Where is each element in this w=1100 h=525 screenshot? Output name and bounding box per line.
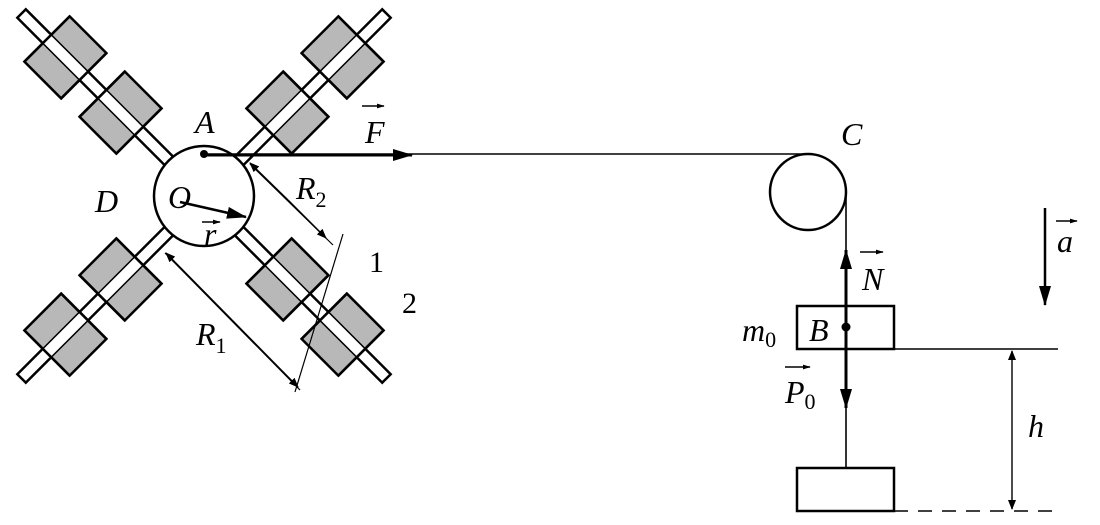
- label-a: A: [193, 104, 215, 140]
- label-h: h: [1028, 408, 1044, 444]
- r2-dim-down: [287, 199, 327, 239]
- weight-1-upper-left: [77, 69, 164, 156]
- label-p0: P0: [784, 374, 816, 414]
- label-o: O: [168, 179, 191, 215]
- weight-2-upper-right: [299, 14, 386, 101]
- label-r: r: [204, 216, 217, 252]
- weight-1-lower-left: [77, 236, 164, 323]
- weight-1-upper-right: [244, 69, 331, 156]
- weight-1-lower-right: [244, 236, 331, 323]
- label-d: D: [94, 183, 118, 219]
- label-a-accel: a: [1057, 223, 1073, 259]
- label-b: B: [809, 312, 829, 348]
- label-weight-1: 1: [369, 246, 384, 279]
- rotor-assembly: [15, 7, 393, 385]
- r1-dim-down: [231, 319, 299, 388]
- label-weight-2: 2: [402, 287, 417, 320]
- weight-2-lower-left: [22, 291, 109, 378]
- r2-dim-up: [249, 162, 289, 201]
- label-n: N: [861, 261, 885, 297]
- pulley-c: [768, 152, 848, 232]
- weight-2-lower-right: [299, 291, 386, 378]
- label-f: F: [364, 114, 385, 150]
- block-final-position: [795, 466, 896, 513]
- weight1-extension: [294, 233, 344, 393]
- label-r1: R1: [195, 316, 227, 358]
- label-r2: R2: [295, 170, 327, 212]
- label-m0: m0: [742, 312, 776, 352]
- weight-2-upper-left: [22, 14, 109, 101]
- hub-circle: [152, 144, 256, 248]
- radius-vector-r: [179, 200, 247, 219]
- r1-dim-up: [165, 252, 233, 321]
- label-c: C: [841, 116, 863, 152]
